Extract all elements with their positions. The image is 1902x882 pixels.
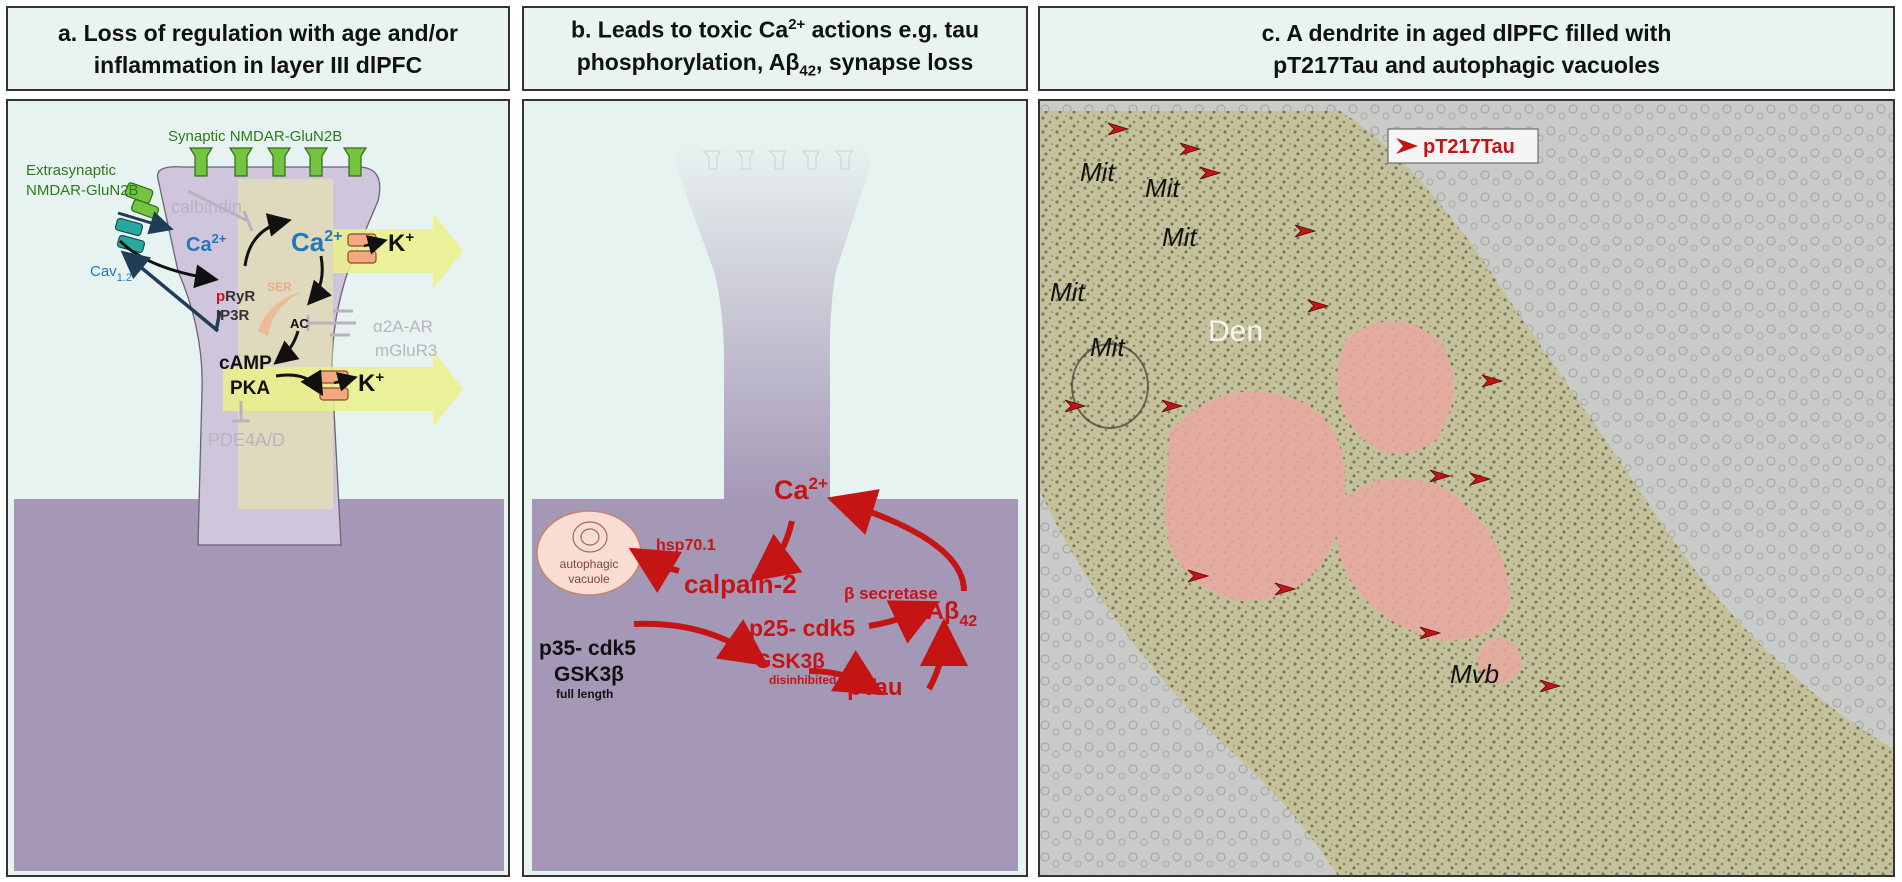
soma-block xyxy=(14,499,504,871)
label-ip3r: IP3R xyxy=(216,307,250,324)
panel-b-title-line1: b. Leads to toxic Ca2+ actions e.g. tau xyxy=(570,16,980,44)
panel-b-diagram: Ca2+ hsp70.1 autophagic vacuole calpain-… xyxy=(532,146,1018,871)
a2a-receptor-icon xyxy=(326,309,356,337)
label-a2a-ar: α2A-AR xyxy=(373,317,433,336)
label-mit-1: Mit xyxy=(1080,157,1116,187)
autophagic-vacuoles xyxy=(1164,321,1522,683)
label-p35-cdk5: p35- cdk5 xyxy=(539,637,636,660)
label-k-top: K+ xyxy=(388,229,414,257)
panel-c-title-line1: c. A dendrite in aged dlPFC filled with xyxy=(1261,19,1672,46)
label-mit-3: Mit xyxy=(1162,222,1198,252)
label-mit-2: Mit xyxy=(1145,173,1181,203)
panel-c-title-line2: pT217Tau and autophagic vacuoles xyxy=(1273,51,1660,78)
label-pryr: pRyR xyxy=(216,288,255,305)
faded-spine xyxy=(674,146,870,501)
label-mglur3: mGluR3 xyxy=(375,341,437,360)
label-beta-secretase: β secretase xyxy=(844,584,938,603)
panel-a-title-line1: a. Loss of regulation with age and/or xyxy=(58,19,458,46)
receptor-inhibit xyxy=(306,315,330,331)
panel-b-title-line2: phosphorylation, Aβ42, synapse loss xyxy=(576,49,974,80)
panel-c-micrograph: pT217Tau Mit Mit Mit Mit Mit Mvb Den xyxy=(1040,101,1893,875)
legend-arrowhead-icon xyxy=(1396,138,1418,154)
panel-a-title-line2: inflammation in layer III dlPFC xyxy=(93,51,423,78)
label-calpain2: calpain-2 xyxy=(684,569,797,599)
calbindin-inhibit xyxy=(187,189,254,232)
label-full-length: full length xyxy=(556,687,613,701)
label-mit-4: Mit xyxy=(1050,277,1086,307)
label-calbindin: calbindin xyxy=(171,197,242,217)
panel-c: pT217Tau Mit Mit Mit Mit Mit Mvb Den xyxy=(1038,99,1895,877)
faded-receptor-icons xyxy=(702,150,854,170)
label-disinhibited: disinhibited xyxy=(769,673,836,687)
label-den: Den xyxy=(1208,315,1263,348)
k-out-arrow-top xyxy=(333,213,463,289)
panel-c-title: c. A dendrite in aged dlPFC filled with … xyxy=(1038,6,1895,91)
label-vacuole-1: autophagic xyxy=(560,557,619,571)
cav12-channel-icon xyxy=(114,217,146,254)
micrograph-labels: Mit Mit Mit Mit Mit Mvb xyxy=(1050,157,1499,689)
label-pka: PKA xyxy=(230,378,270,399)
panel-b-title: b. Leads to toxic Ca2+ actions e.g. tau … xyxy=(522,6,1028,91)
panel-a: Synaptic NMDAR-GluN2B Extrasynaptic NMDA… xyxy=(6,99,510,877)
dendrite-region xyxy=(1040,111,1893,875)
label-ca-right: Ca2+ xyxy=(291,227,343,257)
label-abeta42: Aβ42 xyxy=(926,597,977,630)
synaptic-nmdar-icons xyxy=(188,147,368,177)
pt217tau-arrowheads xyxy=(1064,122,1562,693)
legend-pt217tau: pT217Tau xyxy=(1423,136,1515,158)
label-cav12: Cav1.2 xyxy=(90,263,132,284)
label-ac: AC xyxy=(290,316,309,331)
panel-a-title: a. Loss of regulation with age and/or in… xyxy=(6,6,510,91)
mitochondria-outlines xyxy=(1071,343,1149,429)
label-k-bottom: K+ xyxy=(358,369,384,397)
pde-inhibit xyxy=(232,401,250,423)
panel-b: Ca2+ hsp70.1 autophagic vacuole calpain-… xyxy=(522,99,1028,877)
label-vacuole-2: vacuole xyxy=(568,572,610,586)
label-p25-cdk5: p25- cdk5 xyxy=(749,615,855,641)
panel-a-diagram: Synaptic NMDAR-GluN2B Extrasynaptic NMDA… xyxy=(14,128,504,871)
label-gsk3b-full: GSK3β xyxy=(554,663,624,686)
label-extrasynaptic-1: Extrasynaptic xyxy=(26,162,117,179)
label-hsp70: hsp70.1 xyxy=(656,537,716,554)
label-camp: cAMP xyxy=(219,353,272,374)
label-synaptic-nmdar: Synaptic NMDAR-GluN2B xyxy=(168,128,342,145)
label-extrasynaptic-2: NMDAR-GluN2B xyxy=(26,182,139,199)
label-mvb: Mvb xyxy=(1450,659,1499,689)
pathway-arrows xyxy=(628,489,968,696)
ser-icon xyxy=(258,291,303,336)
label-pde4: PDE4A/D xyxy=(208,430,285,450)
label-ser: SER xyxy=(267,280,292,294)
label-ptau: pTau xyxy=(847,674,903,701)
label-gsk3b-disinhibited: GSK3β xyxy=(755,650,825,673)
label-mit-5: Mit xyxy=(1090,332,1126,362)
label-ca-left: Ca2+ xyxy=(186,231,227,256)
label-ca: Ca2+ xyxy=(774,474,828,505)
